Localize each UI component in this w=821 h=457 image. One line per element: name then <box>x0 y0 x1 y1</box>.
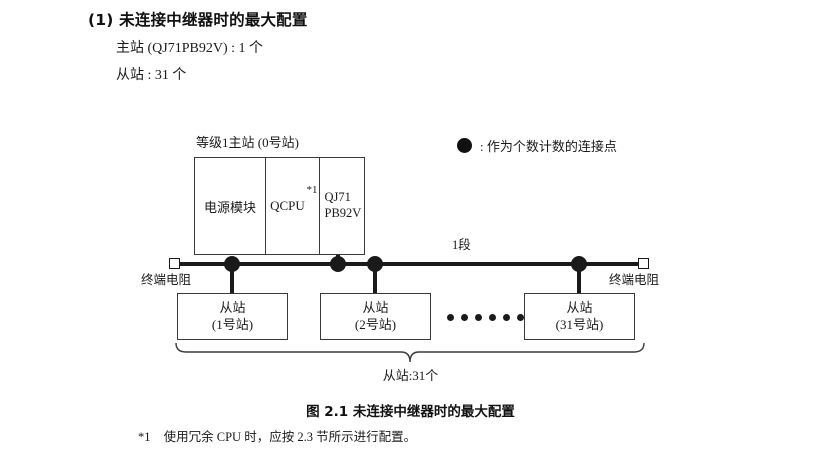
terminator-left <box>169 258 180 269</box>
heading-title-text: 未连接中继器时的最大配置 <box>119 11 308 29</box>
slave-2-line2: (2号站) <box>354 316 397 332</box>
terminator-left-label: 终端电阻 <box>141 273 192 287</box>
segment-label: 1段 <box>452 238 471 252</box>
slave-31-line2: (31号站) <box>555 316 604 332</box>
rack-cell-power-supply: 电源模块 <box>195 158 267 254</box>
footnote-text: 使用冗余 CPU 时，应按 2.3 节所示进行配置。 <box>163 430 417 444</box>
ellipsis-dot <box>461 314 468 321</box>
rack-cell-master-module-label: QJ71 PB92V <box>325 190 362 221</box>
slave-box-1: 从站 (1号站) <box>177 293 288 340</box>
filled-circle-icon <box>457 138 472 153</box>
heading-section: (1) 未连接中继器时的最大配置 主站 (QJ71PB92V) : 1 个 从站… <box>88 8 688 84</box>
legend: : 作为个数计数的连接点 <box>457 136 617 155</box>
slave-1-line2: (1号站) <box>211 316 254 332</box>
slave-box-31: 从站 (31号站) <box>524 293 635 340</box>
figure-diagram: : 作为个数计数的连接点 等级1主站 (0号站) 电源模块 QCPU *1 QJ… <box>0 110 821 400</box>
terminator-right-label: 终端电阻 <box>609 273 660 287</box>
slave-2-drop-line <box>373 264 377 294</box>
legend-label: : 作为个数计数的连接点 <box>480 139 617 154</box>
slave-31-line1: 从站 <box>566 300 593 316</box>
rack-cell-cpu: QCPU *1 <box>266 158 320 254</box>
slave-2-line1: 从站 <box>362 300 389 316</box>
ellipsis-dot <box>475 314 482 321</box>
bus-line <box>176 262 644 266</box>
slave-1-drop-line <box>230 264 234 294</box>
ellipsis-dot <box>503 314 510 321</box>
page-title: (1) 未连接中继器时的最大配置 <box>88 8 688 30</box>
heading-line-master: 主站 (QJ71PB92V) : 1 个 <box>116 41 264 56</box>
rack-cell-master-module: QJ71 PB92V <box>320 158 365 254</box>
heading-line-slave: 从站 : 31 个 <box>116 68 187 83</box>
master-module-line1: QJ71 <box>324 190 351 205</box>
rack-cell-cpu-label: QCPU <box>270 198 305 213</box>
ellipsis-dot <box>489 314 496 321</box>
rack-cell-power-supply-label: 电源模块 <box>204 199 257 215</box>
footnote-mark: *1 <box>138 430 151 444</box>
ellipsis-dots <box>447 314 524 321</box>
master-rack: 电源模块 QCPU *1 QJ71 PB92V <box>194 157 365 255</box>
connection-point-master <box>330 256 346 272</box>
terminator-right <box>638 258 649 269</box>
slave-box-2: 从站 (2号站) <box>320 293 431 340</box>
ellipsis-dot <box>447 314 454 321</box>
slave-1-line1: 从站 <box>219 300 246 316</box>
ellipsis-dot <box>517 314 524 321</box>
master-rack-label: 等级1主站 (0号站) <box>196 135 299 150</box>
heading-number: (1) <box>88 11 114 29</box>
figure-footnote: *1 使用冗余 CPU 时，应按 2.3 节所示进行配置。 <box>138 426 416 445</box>
figure-caption: 图 2.1 未连接中继器时的最大配置 <box>306 404 515 420</box>
slave-31-drop-line <box>577 264 581 294</box>
brace-caption: 从站:31个 <box>382 368 439 383</box>
master-module-line2: PB92V <box>324 206 362 220</box>
slave-group-brace <box>175 342 645 363</box>
cpu-footnote-mark: *1 <box>306 184 318 196</box>
